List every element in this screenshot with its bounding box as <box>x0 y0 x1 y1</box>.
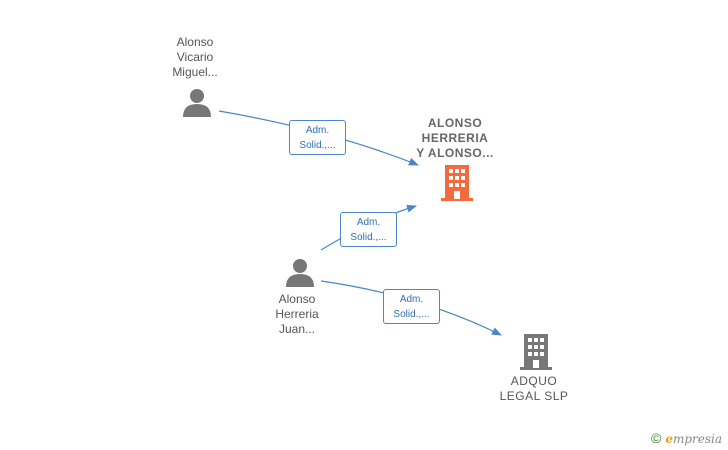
person-icon[interactable] <box>181 87 213 117</box>
building-icon[interactable] <box>520 334 552 370</box>
edge-label-line2: Solid.,... <box>299 140 336 151</box>
brand-watermark: ©empresia <box>651 430 722 446</box>
brand-logo-rest: mpresia <box>672 432 723 446</box>
edge-label-line2: Solid.,... <box>350 232 387 243</box>
person2-label[interactable]: Alonso Herreria Juan... <box>275 292 319 336</box>
edge-label-line1: Adm. <box>399 294 424 305</box>
edge-label-person1-company-main[interactable]: Adm. Solid.,... <box>289 120 346 155</box>
edge-label-person2-company-main[interactable]: Adm. Solid.,... <box>340 212 397 247</box>
edge-label-person2-company2[interactable]: Adm. Solid.,... <box>383 289 440 324</box>
edge-label-line1: Adm. <box>356 217 381 228</box>
company-main-label[interactable]: ALONSO HERRERIA Y ALONSO... <box>416 116 494 160</box>
edge-label-line1: Adm. <box>305 125 330 136</box>
person1-label[interactable]: Alonso Vicario Miguel... <box>172 35 218 79</box>
brand-logo-e: e <box>665 432 673 446</box>
building-icon[interactable] <box>441 165 473 201</box>
person-icon[interactable] <box>284 257 316 287</box>
company2-label[interactable]: ADQUO LEGAL SLP <box>499 374 569 403</box>
edge-label-line2: Solid.,... <box>393 309 430 320</box>
brand-logo: empresia <box>665 432 722 446</box>
copyright-symbol: © <box>651 430 662 446</box>
